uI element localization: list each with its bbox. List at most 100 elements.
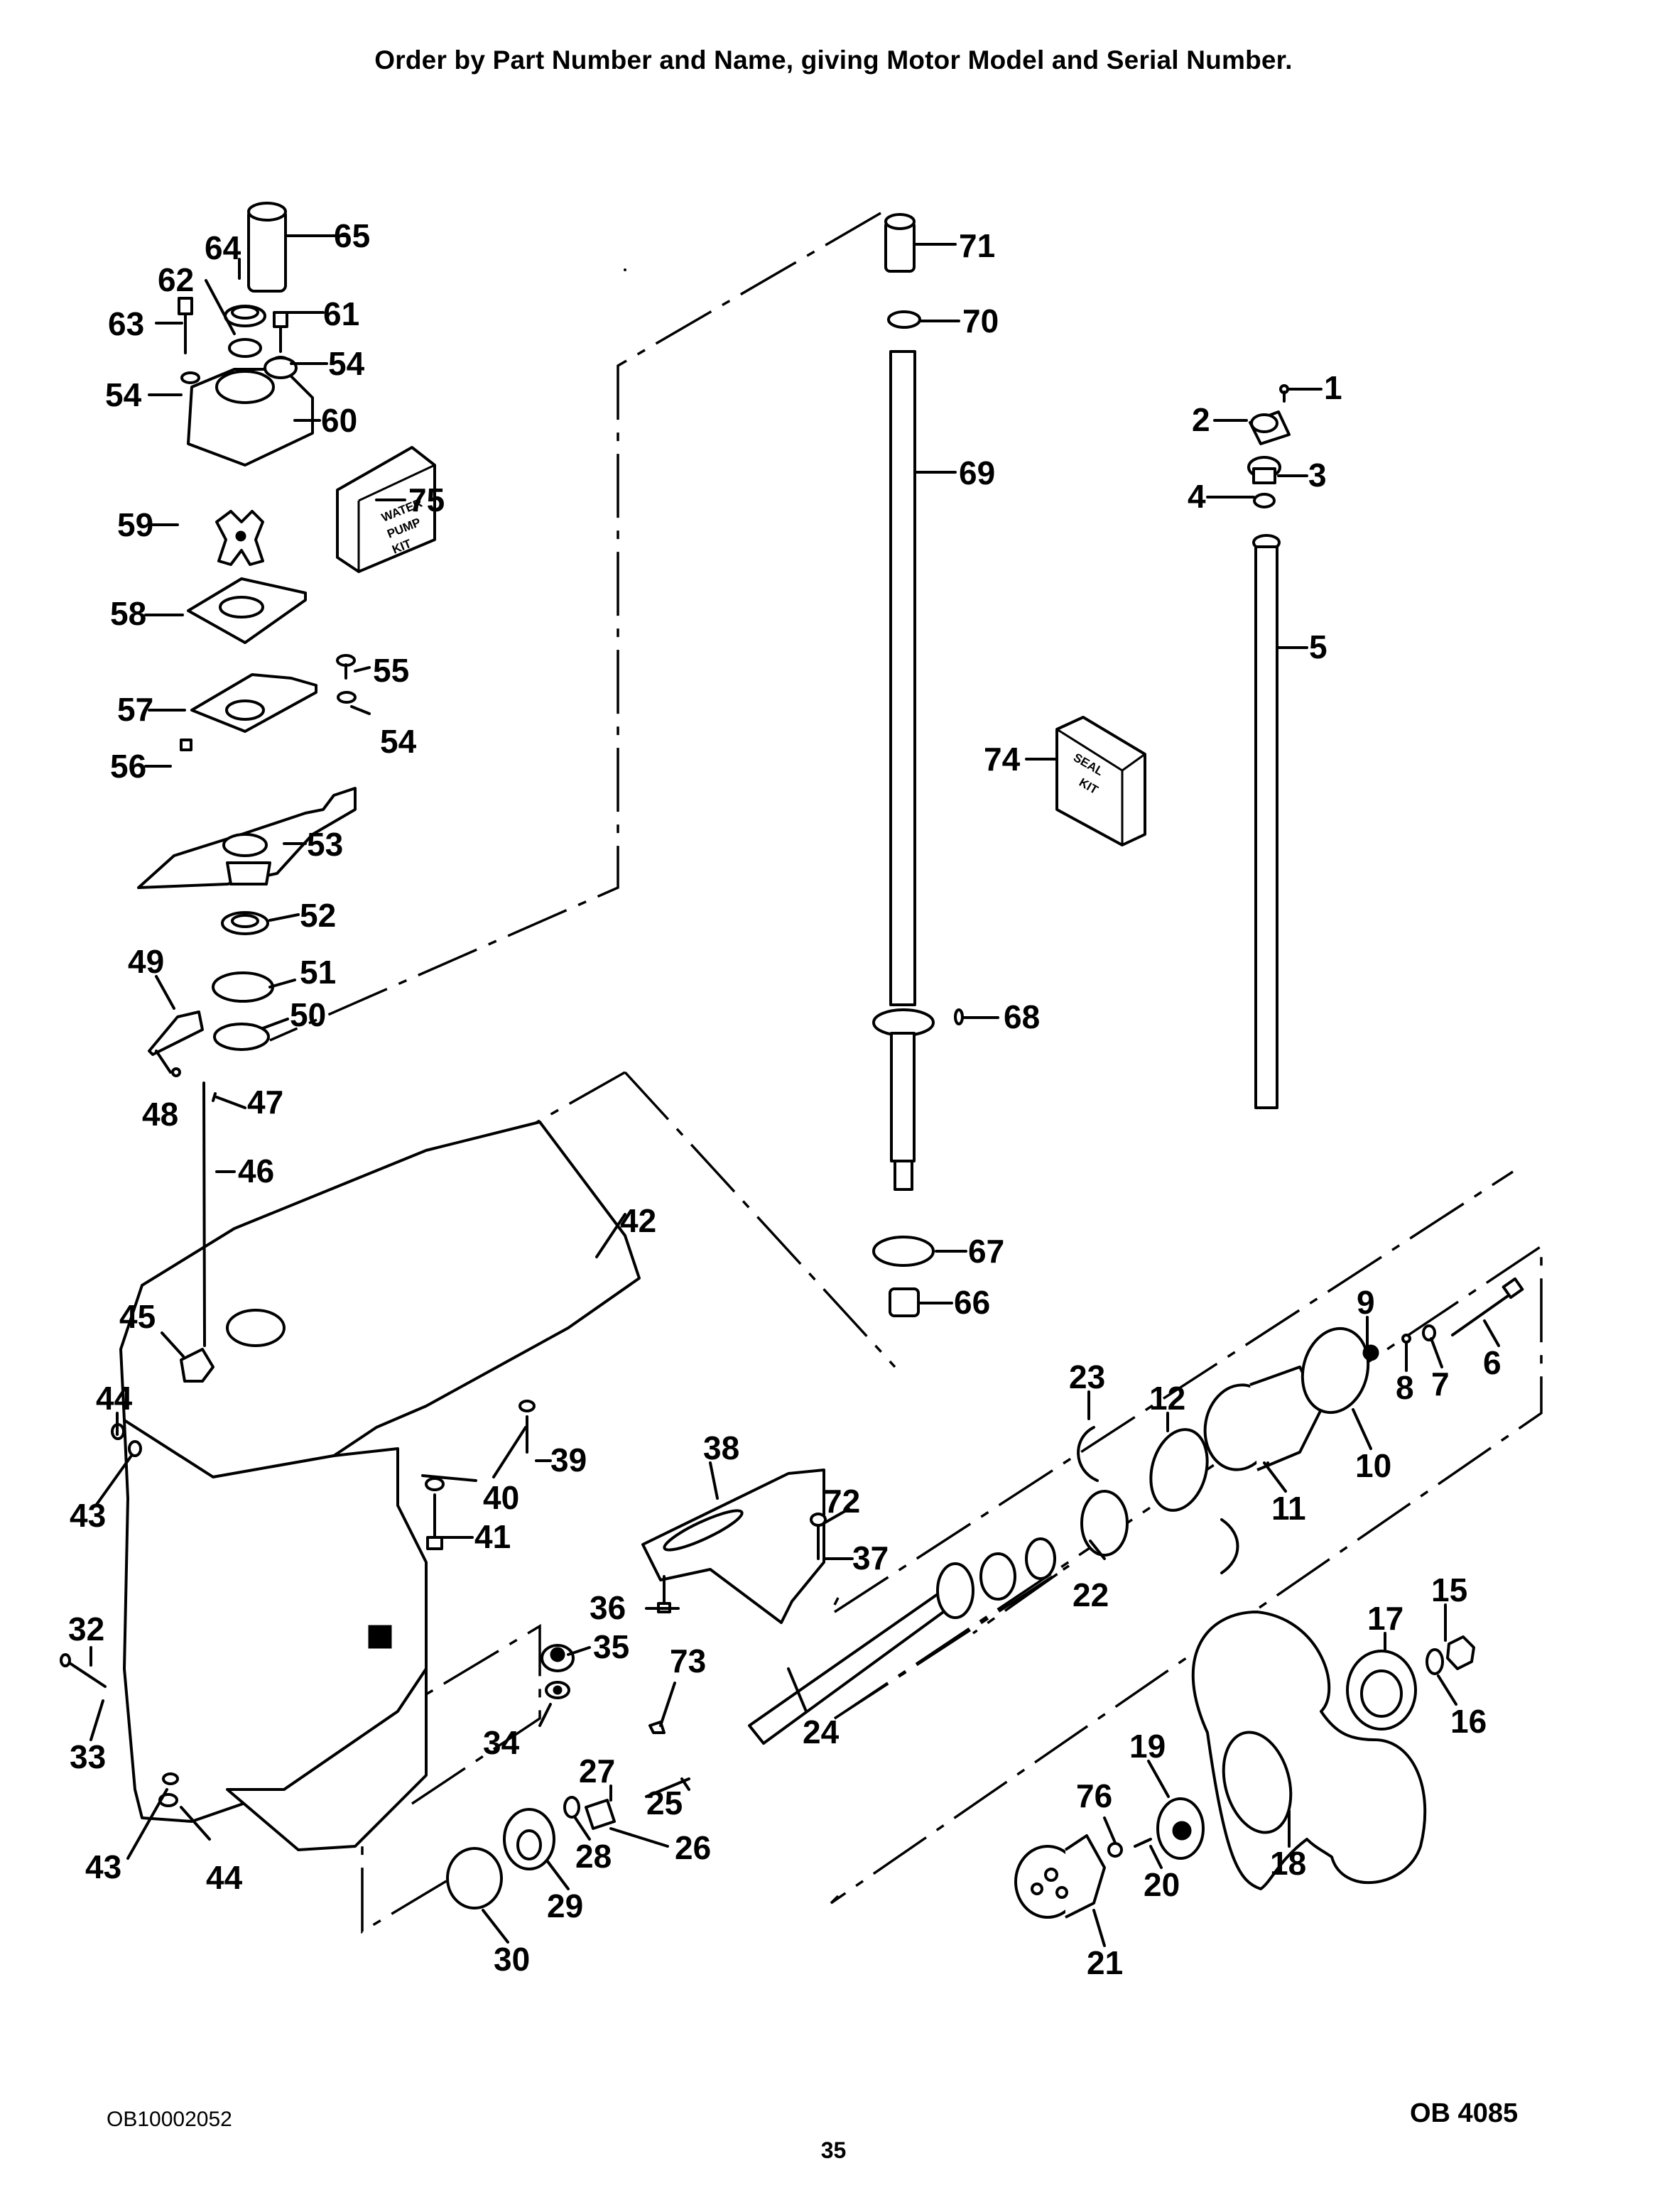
part-23-retaining-ring[interactable] — [1077, 1426, 1239, 1574]
part-28-washer[interactable] — [563, 1796, 580, 1819]
part-53-base-plate[interactable] — [137, 787, 357, 889]
callout-48: 48 — [142, 1096, 178, 1133]
part-65-liner[interactable] — [247, 202, 287, 293]
callout-28: 28 — [575, 1838, 612, 1875]
callout-43-top: 43 — [70, 1497, 106, 1534]
callout-76: 76 — [1076, 1777, 1112, 1814]
part-67-shim[interactable] — [872, 1236, 935, 1267]
part-39-stud[interactable] — [518, 1400, 536, 1454]
part-66-bearing[interactable] — [889, 1287, 920, 1317]
part-69-driveshaft[interactable] — [872, 350, 935, 1191]
callout-17: 17 — [1367, 1600, 1403, 1637]
callout-21: 21 — [1087, 1944, 1123, 1981]
part-68-key[interactable] — [954, 1008, 964, 1025]
part-29-forward-gear[interactable] — [503, 1808, 555, 1870]
part-51-o-ring[interactable] — [212, 971, 274, 1003]
part-54-washer-lower[interactable] — [337, 691, 357, 704]
callout-51: 51 — [300, 954, 336, 991]
callout-37: 37 — [852, 1540, 889, 1576]
part-38-bracket[interactable] — [641, 1469, 825, 1624]
part-57-plate[interactable] — [190, 673, 317, 733]
part-47-pin[interactable] — [212, 1092, 217, 1102]
part-74-seal-kit[interactable]: SEAL KIT — [1055, 716, 1146, 846]
part-36-screw[interactable] — [657, 1575, 671, 1613]
part-16-washer[interactable] — [1426, 1648, 1444, 1675]
part-32-screw[interactable] — [60, 1653, 107, 1688]
callout-11: 11 — [1271, 1490, 1306, 1527]
callout-40: 40 — [483, 1479, 519, 1516]
part-50-seal-ring[interactable] — [213, 1023, 270, 1051]
part-76-washer[interactable] — [1107, 1842, 1123, 1858]
callout-44-top: 44 — [96, 1380, 133, 1417]
part-41-bolt[interactable] — [426, 1493, 443, 1550]
callout-66: 66 — [954, 1284, 990, 1321]
part-46-rod[interactable] — [202, 1082, 206, 1347]
callout-63: 63 — [108, 305, 144, 342]
callout-49: 49 — [128, 943, 164, 980]
part-48-clip[interactable] — [171, 1067, 181, 1077]
part-3-bushing[interactable] — [1247, 456, 1281, 484]
callout-18: 18 — [1270, 1845, 1306, 1882]
callout-4: 4 — [1188, 478, 1206, 515]
part-49-gasket[interactable] — [148, 1010, 204, 1056]
part-22-reverse-gear[interactable] — [936, 1490, 1129, 1619]
part-70-seal[interactable] — [887, 310, 921, 329]
part-45-bracket[interactable] — [180, 1348, 215, 1383]
part-9-nut[interactable] — [1362, 1344, 1379, 1361]
part-30-bearing-cup[interactable] — [446, 1847, 503, 1909]
part-20-pin[interactable] — [1134, 1838, 1152, 1848]
callout-29: 29 — [547, 1887, 583, 1924]
part-12-o-ring[interactable] — [1142, 1423, 1215, 1517]
callout-32: 32 — [68, 1611, 104, 1647]
callout-24: 24 — [803, 1714, 840, 1750]
callout-53: 53 — [307, 826, 343, 863]
part-10-o-ring[interactable] — [1293, 1321, 1377, 1420]
callout-69: 69 — [959, 454, 995, 491]
part-43-washer-bottom[interactable] — [162, 1772, 179, 1785]
callout-70: 70 — [962, 303, 999, 339]
callout-9: 9 — [1357, 1284, 1375, 1321]
part-52-seal[interactable] — [221, 911, 269, 935]
part-71-bushing[interactable] — [884, 213, 916, 273]
document-code: OB10002052 — [107, 2108, 232, 2131]
part-15-nut[interactable] — [1446, 1635, 1475, 1670]
part-35-pinion-gear[interactable] — [541, 1644, 575, 1672]
part-64-seal[interactable] — [224, 305, 266, 327]
part-40-washer[interactable] — [425, 1477, 445, 1491]
callout-36: 36 — [590, 1589, 626, 1626]
callout-12: 12 — [1149, 1380, 1185, 1417]
callout-35: 35 — [593, 1628, 629, 1665]
callout-74: 74 — [984, 741, 1021, 778]
part-17-spinner[interactable] — [1346, 1650, 1417, 1731]
part-42-gearcase[interactable] — [119, 1121, 641, 1851]
callout-33: 33 — [70, 1738, 106, 1775]
part-62-gasket[interactable] — [228, 338, 262, 358]
part-4-seal[interactable] — [1253, 493, 1276, 508]
callout-8: 8 — [1396, 1369, 1414, 1406]
part-58-plate[interactable] — [187, 577, 307, 644]
part-18-propeller[interactable] — [1191, 1611, 1427, 1890]
part-55-screw[interactable] — [336, 654, 356, 680]
part-75-water-pump-kit[interactable]: WATER PUMP KIT — [336, 446, 436, 573]
part-7-washer[interactable] — [1422, 1324, 1436, 1341]
part-2-coupler[interactable] — [1249, 410, 1291, 445]
callout-15: 15 — [1431, 1571, 1467, 1608]
part-61-bolt[interactable] — [273, 311, 288, 353]
part-63-bolt[interactable] — [178, 297, 193, 354]
part-60-pump-housing[interactable] — [187, 356, 314, 467]
part-5-shift-rod[interactable] — [1252, 534, 1281, 1109]
part-27-clutch-dog[interactable] — [585, 1799, 616, 1830]
part-21-hub-adapter[interactable] — [1014, 1834, 1106, 1919]
part-43-washer-top[interactable] — [128, 1440, 142, 1457]
part-59-impeller[interactable] — [215, 510, 264, 566]
callout-44-bottom: 44 — [206, 1859, 243, 1896]
callout-41: 41 — [474, 1518, 511, 1555]
part-1-pin[interactable] — [1279, 384, 1289, 403]
part-25-pin[interactable] — [645, 1777, 690, 1798]
callout-25: 25 — [646, 1785, 683, 1821]
part-56-plug[interactable] — [180, 739, 192, 751]
part-34-bearing[interactable] — [545, 1681, 570, 1699]
part-6-bolt[interactable] — [1451, 1277, 1524, 1336]
part-11-bearing-housing[interactable] — [1198, 1366, 1323, 1475]
part-19-thrust-hub[interactable] — [1156, 1797, 1205, 1860]
